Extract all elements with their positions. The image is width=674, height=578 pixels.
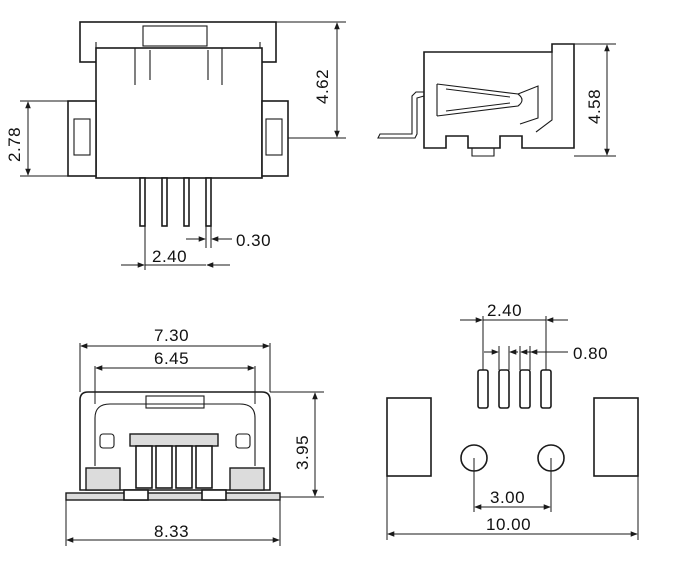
dim-2.40-front-label: 2.40 bbox=[152, 247, 187, 266]
front-pins bbox=[139, 177, 212, 227]
dim-7.30-label: 7.30 bbox=[154, 326, 189, 345]
dim-3.95-label: 3.95 bbox=[293, 435, 312, 470]
dim-3.00-label: 3.00 bbox=[490, 488, 525, 507]
dim-0.80-label: 0.80 bbox=[573, 344, 608, 363]
dim-4.62-label: 4.62 bbox=[313, 69, 332, 104]
side-view: 4.58 bbox=[377, 43, 616, 157]
dim-8.33-label: 8.33 bbox=[154, 522, 189, 541]
dim-4.58-label: 4.58 bbox=[585, 89, 604, 124]
dim-2.78-label: 2.78 bbox=[5, 127, 24, 162]
signal-pads bbox=[477, 369, 552, 409]
dim-0.30-label: 0.30 bbox=[236, 231, 271, 250]
front-view: 4.62 2.78 0.30 2.40 bbox=[5, 21, 346, 270]
right-mount-pad bbox=[593, 397, 639, 477]
left-mount-pad bbox=[386, 397, 432, 477]
dim-10.00-label: 10.00 bbox=[486, 515, 531, 534]
dim-6.45-label: 6.45 bbox=[154, 349, 189, 368]
end-contacts bbox=[135, 445, 213, 489]
dim-2.40-footprint-label: 2.40 bbox=[487, 301, 522, 320]
footprint-view: 2.40 0.80 3.00 10.00 bbox=[386, 301, 639, 540]
end-view: 7.30 6.45 3.95 8.33 bbox=[65, 326, 324, 546]
